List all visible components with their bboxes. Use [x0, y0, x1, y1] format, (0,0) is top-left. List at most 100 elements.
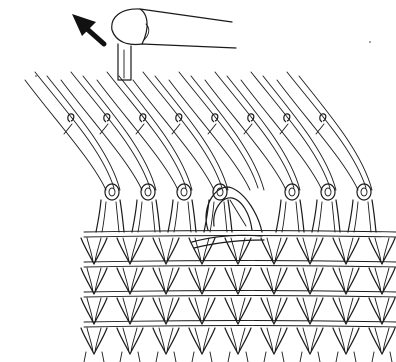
stitch-loop-inner — [109, 188, 115, 196]
knit-stitch-right — [166, 328, 179, 354]
knit-stitch-left — [333, 268, 346, 294]
knit-stitch-left — [117, 298, 130, 324]
needle-hook — [284, 114, 290, 122]
knit-stitch-inner — [303, 268, 309, 292]
needle-group — [25, 72, 372, 190]
knit-stitch-inner — [339, 268, 345, 292]
knit-stitch-right — [346, 268, 359, 294]
stitch-leg — [228, 200, 232, 232]
knit-stitch-right — [202, 328, 215, 354]
stitch-leg — [368, 202, 371, 232]
knit-stitch-inner — [267, 328, 273, 352]
knit-stitch-right — [274, 328, 287, 354]
needle-hook — [212, 114, 218, 122]
knit-stitch-inner — [311, 238, 317, 262]
stitch-loop — [177, 184, 191, 200]
knit-stitch-inner — [159, 298, 165, 322]
needle-strand — [277, 80, 358, 190]
needle-latch — [208, 124, 216, 134]
stitch-leg — [156, 200, 160, 232]
knit-stitch-inner — [275, 268, 281, 292]
knit-stitch-inner — [347, 268, 353, 292]
knit-stitch-inner — [339, 298, 345, 322]
stitch-leg — [168, 200, 173, 232]
knit-stitch-inner — [239, 328, 245, 352]
fringe-strand — [210, 352, 212, 362]
needle-strand — [215, 72, 294, 188]
stitch-leg — [372, 200, 376, 232]
knit-stitch-inner — [267, 238, 273, 262]
stitch-leg — [354, 202, 358, 232]
knit-stitch-left — [153, 268, 166, 294]
knit-stitch-right — [130, 238, 143, 264]
knit-stitch-left — [189, 238, 202, 264]
knit-stitch-left — [117, 328, 130, 354]
knit-stitch-left — [117, 238, 130, 264]
knit-stitch-inner — [195, 328, 201, 352]
speck-mark — [35, 75, 37, 77]
knit-stitch-right — [130, 328, 143, 354]
knit-stitch-right — [94, 328, 107, 354]
knit-stitch-left — [189, 268, 202, 294]
needle-strand — [287, 72, 366, 188]
knit-stitch-inner — [375, 328, 381, 352]
needle-strand — [241, 80, 322, 190]
knit-stitch-inner — [131, 328, 137, 352]
knit-stitch-inner — [167, 238, 173, 262]
knit-stitch-inner — [195, 298, 201, 322]
knit-stitch-right — [94, 238, 107, 264]
knit-stitch-inner — [347, 328, 353, 352]
stitch-loop — [321, 184, 335, 200]
fringe-strand — [84, 352, 86, 362]
knit-stitch-inner — [131, 268, 137, 292]
fringe-strand — [228, 352, 230, 362]
knit-stitch-inner — [383, 238, 389, 262]
stitch-leg — [116, 202, 119, 232]
fringe-strand — [390, 352, 392, 362]
stitch-loop-group — [96, 184, 376, 232]
needle-strand — [251, 72, 330, 188]
latch-tool — [192, 187, 264, 248]
needle-latch — [136, 124, 144, 134]
knit-stitch-right — [382, 268, 395, 294]
knit-stitch-left — [369, 238, 382, 264]
knit-stitch-right — [166, 268, 179, 294]
knit-stitch-right — [310, 298, 323, 324]
knit-stitch-inner — [311, 328, 317, 352]
stitch-leg — [152, 202, 155, 232]
fringe-strand — [336, 352, 338, 362]
needle-strand — [107, 72, 186, 188]
needle-hook — [104, 114, 110, 122]
needle-hook — [68, 114, 74, 122]
knit-stitch-left — [333, 298, 346, 324]
stitch-loop-inner — [361, 188, 367, 196]
knit-stitch-inner — [339, 328, 345, 352]
knit-stitch-inner — [167, 298, 173, 322]
stitch-loop-inner — [145, 188, 151, 196]
needle-latch — [280, 124, 288, 134]
knit-stitch-inner — [347, 298, 353, 322]
needle-hook — [320, 114, 326, 122]
stitch-leg — [102, 202, 106, 232]
knit-stitch-right — [310, 328, 323, 354]
knit-stitch-inner — [203, 298, 209, 322]
knit-stitch-left — [369, 268, 382, 294]
knit-stitch-inner — [203, 328, 209, 352]
knit-stitch-inner — [87, 238, 93, 262]
knit-stitch-inner — [95, 238, 101, 262]
knit-stitch-inner — [239, 268, 245, 292]
knit-stitch-inner — [383, 268, 389, 292]
course-line — [84, 266, 396, 268]
knit-stitch-right — [346, 328, 359, 354]
knit-stitch-inner — [275, 328, 281, 352]
knit-stitch-left — [81, 298, 94, 324]
course-line — [84, 326, 396, 328]
fringe-strand — [120, 352, 122, 362]
knit-stitch-left — [81, 238, 94, 264]
knit-stitch-inner — [267, 298, 273, 322]
fringe-strand — [318, 352, 320, 362]
knit-stitch-left — [333, 238, 346, 264]
knit-stitch-inner — [231, 328, 237, 352]
knit-stitch-right — [166, 298, 179, 324]
